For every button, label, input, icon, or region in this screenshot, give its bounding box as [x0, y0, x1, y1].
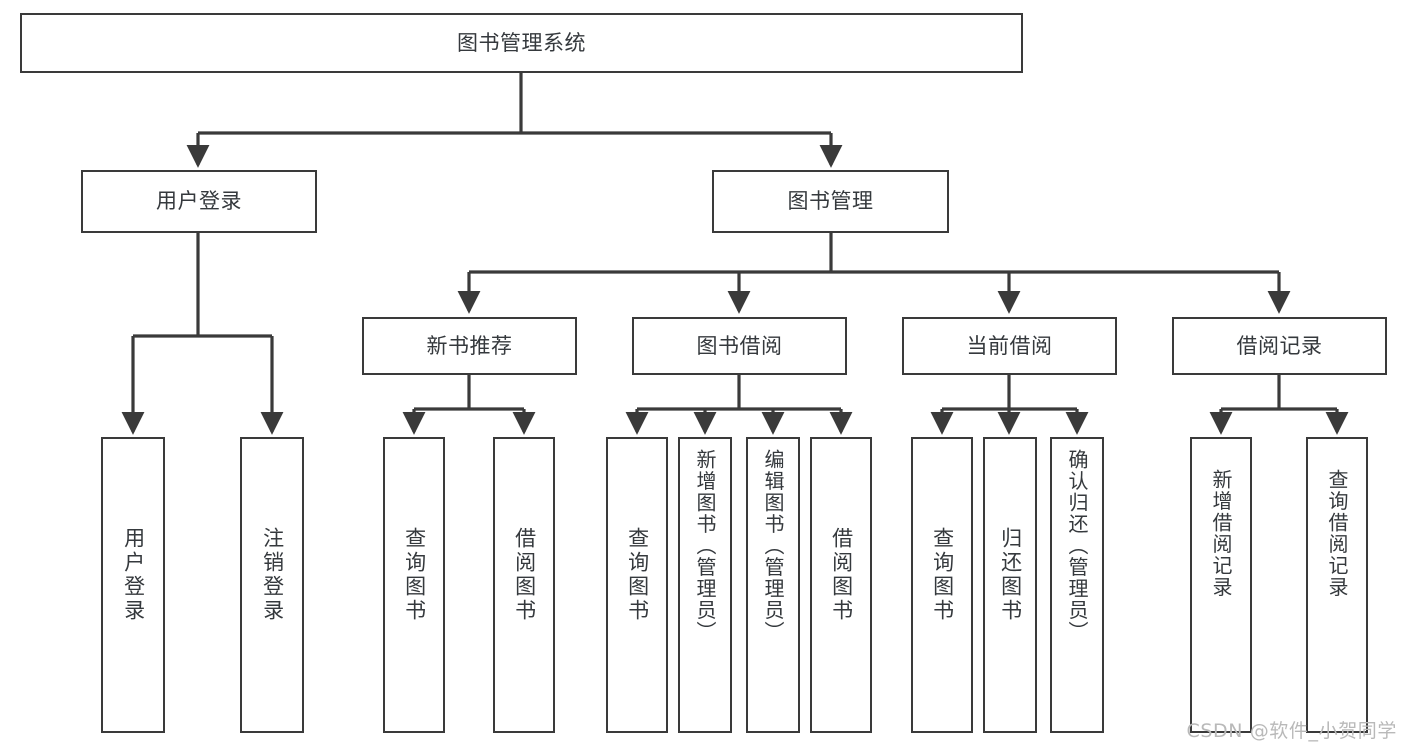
node-label: 借阅图书	[829, 527, 854, 623]
node-label: 图书管理系统	[457, 30, 586, 55]
node-leaf-edit-book[interactable]: 编辑图书（管理员）	[746, 437, 800, 733]
node-label: 查询图书	[625, 527, 650, 623]
node-new-book-recommend[interactable]: 新书推荐	[362, 317, 577, 375]
node-user-login[interactable]: 用户登录	[81, 170, 317, 233]
node-label: 确认归还（管理员）	[1065, 449, 1089, 643]
node-leaf-return-book[interactable]: 归还图书	[983, 437, 1037, 733]
node-root-system[interactable]: 图书管理系统	[20, 13, 1023, 73]
node-book-borrow[interactable]: 图书借阅	[632, 317, 847, 375]
node-label: 新增借阅记录	[1209, 469, 1233, 598]
node-book-manage[interactable]: 图书管理	[712, 170, 949, 233]
node-label: 注销登录	[260, 527, 285, 623]
node-label: 图书借阅	[696, 333, 783, 358]
node-leaf-query-book-2[interactable]: 查询图书	[606, 437, 668, 733]
node-label: 新增图书（管理员）	[693, 449, 717, 643]
node-leaf-logout[interactable]: 注销登录	[240, 437, 304, 733]
node-leaf-confirm-return[interactable]: 确认归还（管理员）	[1050, 437, 1104, 733]
node-leaf-add-record[interactable]: 新增借阅记录	[1190, 437, 1252, 733]
node-leaf-add-book[interactable]: 新增图书（管理员）	[678, 437, 732, 733]
node-label: 查询图书	[402, 527, 427, 623]
node-leaf-query-book-1[interactable]: 查询图书	[383, 437, 445, 733]
node-current-borrow[interactable]: 当前借阅	[902, 317, 1117, 375]
node-label: 当前借阅	[966, 333, 1053, 358]
node-leaf-borrow-book-1[interactable]: 借阅图书	[493, 437, 555, 733]
node-label: 编辑图书（管理员）	[761, 449, 785, 643]
node-borrow-record[interactable]: 借阅记录	[1172, 317, 1387, 375]
watermark-csdn: CSDN @软件_小贺同学	[1186, 720, 1397, 742]
node-label: 用户登录	[156, 189, 242, 214]
node-label: 新书推荐	[426, 333, 513, 358]
node-leaf-query-record[interactable]: 查询借阅记录	[1306, 437, 1368, 733]
node-label: 查询图书	[930, 527, 955, 623]
node-leaf-user-login[interactable]: 用户登录	[101, 437, 165, 733]
node-label: 图书管理	[787, 189, 874, 214]
node-label: 借阅图书	[512, 527, 537, 623]
node-label: 查询借阅记录	[1325, 469, 1349, 598]
node-leaf-query-book-3[interactable]: 查询图书	[911, 437, 973, 733]
node-label: 用户登录	[121, 527, 146, 623]
node-leaf-borrow-book-2[interactable]: 借阅图书	[810, 437, 872, 733]
node-label: 归还图书	[998, 527, 1023, 623]
node-label: 借阅记录	[1236, 333, 1323, 358]
